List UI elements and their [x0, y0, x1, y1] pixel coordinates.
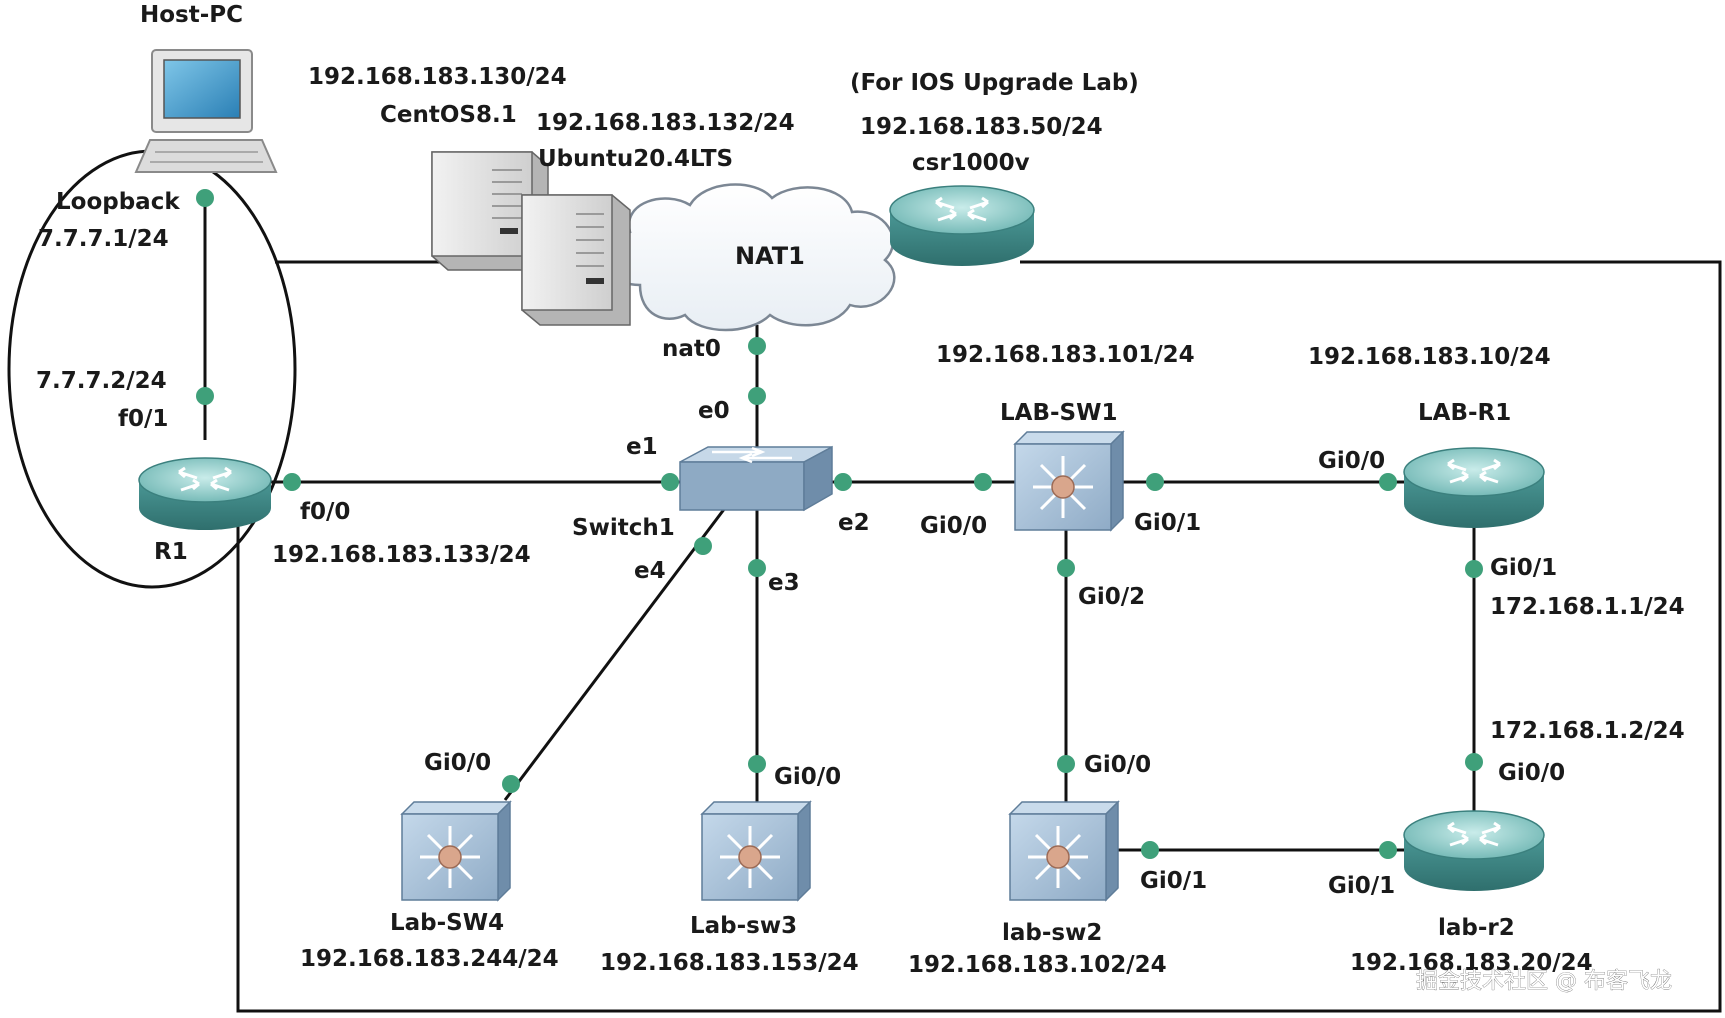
nat1-label: NAT1: [735, 242, 805, 270]
port-dot-e1: [661, 473, 679, 491]
port-dot-labsw2-gi01: [1141, 841, 1159, 859]
labsw1-label: LAB-SW1: [1000, 400, 1117, 426]
lab-r1-router-icon[interactable]: [1403, 447, 1545, 528]
r1-f00-ip-label: 192.168.183.133/24: [272, 542, 531, 568]
port-dot-labr1-gi01: [1465, 560, 1483, 578]
labsw1-gi02-label: Gi0/2: [1078, 584, 1145, 610]
switch1-icon[interactable]: [679, 445, 833, 512]
port-dot-r1-f01: [196, 387, 214, 405]
labr1-label: LAB-R1: [1418, 400, 1511, 426]
port-dot-labr2-gi01: [1379, 841, 1397, 859]
labsw1-ip-label: 192.168.183.101/24: [936, 342, 1195, 368]
centos-label: CentOS8.1: [380, 102, 517, 128]
lab-sw3-switch-icon[interactable]: [700, 800, 812, 902]
labsw1-gi00-label: Gi0/0: [920, 513, 987, 539]
labsw3-gi00-label: Gi0/0: [774, 764, 841, 790]
port-dot-e0: [748, 387, 766, 405]
labsw1-gi01-label: Gi0/1: [1134, 510, 1201, 536]
switch1-label: Switch1: [572, 515, 675, 541]
labsw2-gi00-label: Gi0/0: [1084, 752, 1151, 778]
labsw3-label: Lab-sw3: [690, 913, 797, 939]
loopback-label: Loopback: [56, 189, 180, 215]
r1-label: R1: [154, 539, 188, 565]
labsw2-label: lab-sw2: [1002, 920, 1102, 946]
e0-label: e0: [698, 398, 730, 424]
port-dot-labsw2-gi00: [1057, 755, 1075, 773]
host-pc-icon[interactable]: [134, 49, 278, 173]
port-dot-host-loopback: [196, 189, 214, 207]
ubuntu-ip-label: 192.168.183.132/24: [536, 110, 795, 136]
labsw4-gi00-label: Gi0/0: [424, 750, 491, 776]
labr2-ip-label: 192.168.183.20/24: [1350, 950, 1593, 976]
nat0-label: nat0: [662, 336, 721, 362]
labsw2-gi01-label: Gi0/1: [1140, 868, 1207, 894]
link-switch1-labsw4: [503, 507, 727, 801]
labr2-gi01-label: Gi0/1: [1328, 873, 1395, 899]
labr1-gi01-ip-label: 172.168.1.1/24: [1490, 594, 1685, 620]
port-dot-e2: [834, 473, 852, 491]
port-dot-labsw1-gi01: [1146, 473, 1164, 491]
link-csr-bus: [236, 260, 1722, 1013]
host-pc-label: Host-PC: [140, 2, 243, 28]
port-dot-labr2-gi00: [1465, 753, 1483, 771]
port-dot-labr1-gi00: [1379, 473, 1397, 491]
ubuntu-label: Ubuntu20.4LTS: [538, 146, 733, 172]
r1-f01-ip-label: 7.7.7.2/24: [36, 368, 167, 394]
e1-label: e1: [626, 434, 658, 460]
labsw4-ip-label: 192.168.183.244/24: [300, 946, 559, 972]
e4-label: e4: [634, 558, 666, 584]
r1-f01-label: f0/1: [118, 406, 168, 432]
labr1-gi00-label: Gi0/0: [1318, 448, 1385, 474]
port-dot-labsw3-gi00: [748, 755, 766, 773]
centos-ip-label: 192.168.183.130/24: [308, 64, 567, 90]
csr-label: csr1000v: [912, 150, 1030, 176]
csr1000v-router-icon[interactable]: [889, 185, 1035, 266]
labr2-gi00-ip-label: 172.168.1.2/24: [1490, 718, 1685, 744]
port-dot-r1-f00: [283, 473, 301, 491]
e3-label: e3: [768, 570, 800, 596]
port-dot-labsw4-gi00: [502, 775, 520, 793]
loopback-ip-label: 7.7.7.1/24: [38, 226, 169, 252]
r1-f00-label: f0/0: [300, 499, 350, 525]
port-dot-labsw1-gi02: [1057, 559, 1075, 577]
lab-r2-router-icon[interactable]: [1403, 810, 1545, 891]
centos-server-icon[interactable]: [431, 151, 549, 271]
links: [203, 196, 1722, 1013]
port-dot-e3: [748, 559, 766, 577]
ubuntu-server-icon[interactable]: [521, 194, 631, 326]
labsw4-label: Lab-SW4: [390, 910, 504, 936]
labr2-label: lab-r2: [1438, 915, 1515, 941]
lab-sw4-switch-icon[interactable]: [400, 800, 512, 902]
lab-sw2-switch-icon[interactable]: [1008, 800, 1120, 902]
labels: Host-PC Loopback 7.7.7.1/24 7.7.7.2/24 f…: [36, 2, 1685, 994]
r1-router-icon[interactable]: [138, 457, 272, 530]
labsw2-ip-label: 192.168.183.102/24: [908, 952, 1167, 978]
port-dots: [196, 189, 1483, 859]
labr1-ip-label: 192.168.183.10/24: [1308, 344, 1551, 370]
port-dot-nat0: [748, 337, 766, 355]
labsw3-ip-label: 192.168.183.153/24: [600, 950, 859, 976]
labr1-gi01-label: Gi0/1: [1490, 555, 1557, 581]
csr-ip-label: 192.168.183.50/24: [860, 114, 1103, 140]
e2-label: e2: [838, 510, 870, 536]
lab-sw1-switch-icon[interactable]: [1013, 430, 1125, 532]
ios-upgrade-label: (For IOS Upgrade Lab): [850, 70, 1139, 96]
nat1-cloud[interactable]: [606, 183, 896, 332]
watermark-label: 掘金技术社区 @ 布客飞龙: [1416, 969, 1672, 994]
port-dot-e4: [694, 537, 712, 555]
labr2-gi00-label: Gi0/0: [1498, 760, 1565, 786]
port-dot-labsw1-gi00: [974, 473, 992, 491]
